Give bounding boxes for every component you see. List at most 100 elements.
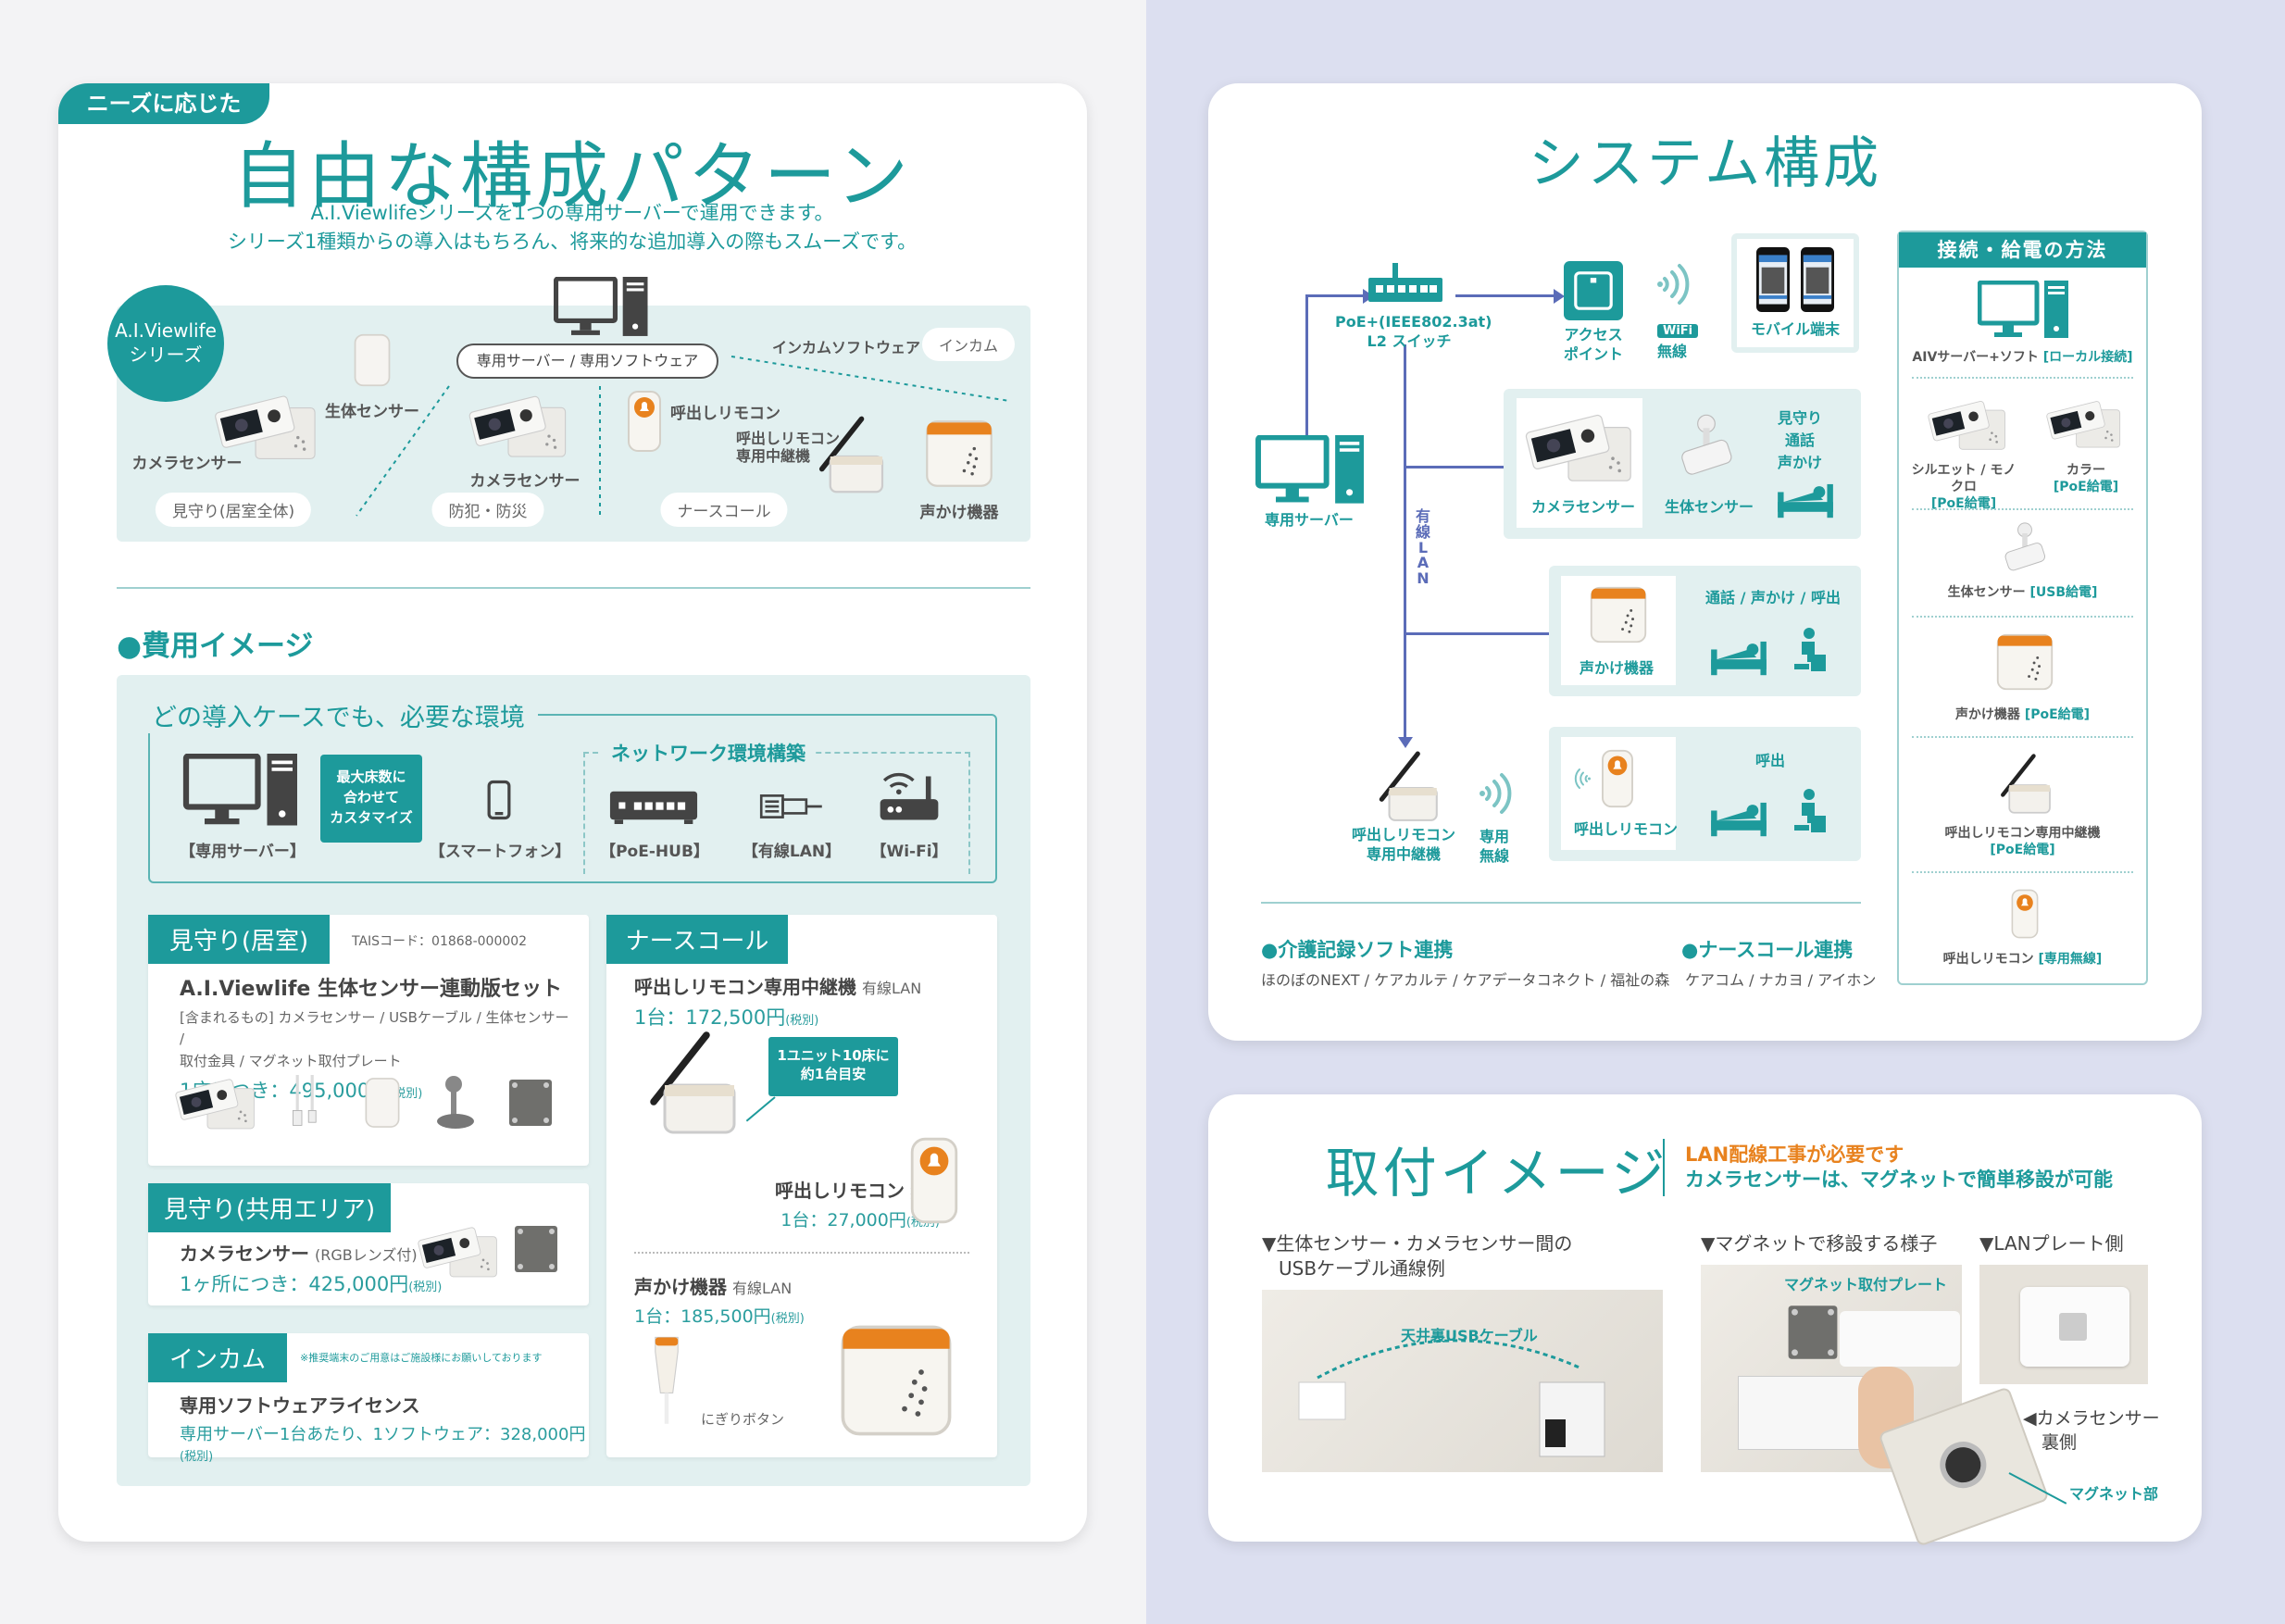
wireless-waves-icon	[1480, 768, 1517, 818]
card-watch-common: 見守り(共用エリア) カメラセンサー(RGBレンズ付) 1ヶ所につき：425,0…	[148, 1183, 589, 1305]
repeater-label-2: 専用中継機	[736, 447, 811, 466]
camera-sensor-image	[174, 1072, 257, 1133]
install-note-2: カメラセンサーは、マグネットで簡単移設が可能	[1685, 1168, 2113, 1191]
power-server: AIVサーバー+ソフト [ローカル接続]	[1899, 347, 2146, 366]
smartphone-label: 【スマートフォン】	[429, 843, 571, 861]
speaker-device-label: 声かけ機器	[919, 504, 999, 522]
power-speaker: 声かけ機器 [PoE給電]	[1899, 705, 2146, 723]
speaker-device-image	[1995, 632, 2054, 692]
card-tag: インカム	[148, 1333, 287, 1382]
magnet-label: マグネット部	[2069, 1485, 2159, 1503]
network-title: ネットワーク環境構築	[602, 739, 815, 767]
row3-uses: 呼出	[1755, 752, 1786, 769]
card-intercom: インカム ※推奨端末のご用意はご施設様にお願いしております 専用ソフトウェアライ…	[148, 1333, 589, 1464]
price-label: 1ヶ所につき：	[180, 1273, 309, 1295]
smartphone-icon	[487, 778, 511, 822]
card-tag: 見守り(居室)	[148, 915, 330, 964]
includes-line-2: 取付金具 / マグネット取付プレート	[180, 1052, 402, 1069]
power-color-camera: カラー [PoE給電]	[2030, 462, 2141, 495]
usb-caption-2: USBケーブル通線例	[1279, 1257, 1445, 1280]
bed-icon	[1709, 639, 1768, 676]
lan-plate-caption: ▼LANプレート側	[1979, 1232, 2124, 1255]
lan-plate	[1840, 1311, 1960, 1367]
access-point-icon	[1564, 261, 1623, 320]
nurse-call-heading: ●ナースコール連携	[1681, 939, 1854, 961]
speaker-price: 1台：185,500円(税別)	[634, 1303, 805, 1328]
use-watch: 見守り	[1778, 409, 1823, 427]
environment-title: どの導入ケースでも、必要な環境	[148, 697, 538, 733]
repeater-label-2: 専用中継機	[1366, 844, 1441, 863]
dedicated-server-icon	[1255, 435, 1367, 506]
price-value: 172,500円	[685, 1006, 786, 1029]
system-divider	[1261, 902, 1861, 904]
price: 専用サーバー1台あたり、1ソフトウェア：328,000円(税別)	[180, 1421, 589, 1465]
wired-lan-trunk	[1404, 344, 1406, 743]
camera-sensor-image-2	[468, 389, 569, 461]
wired-lan-vertical-label: 有線LAN	[1415, 507, 1430, 588]
remote-method: [専用無線]	[2038, 952, 2103, 967]
tax-note: (税別)	[180, 1450, 214, 1464]
mount-bracket-image	[433, 1074, 480, 1131]
speaker-name-text: 声かけ機器	[634, 1276, 727, 1298]
repeater-image	[1368, 750, 1444, 826]
camera-sensor-image	[417, 1220, 500, 1281]
price-label: 1台：	[634, 1306, 681, 1327]
includes-line-1: [含まれるもの] カメラセンサー / USBケーブル / 生体センサー /	[180, 1009, 569, 1048]
usb-cable-photo: 天井裏USBケーブル	[1262, 1290, 1663, 1472]
dedicated-wireless-label: 専用無線	[1480, 828, 1509, 867]
card-watch-room: 見守り(居室) TAISコード：01868-000002 A.I.Viewlif…	[148, 915, 589, 1166]
color-camera-method: [PoE給電]	[2053, 480, 2119, 495]
intercom-note: ※推奨端末のご用意はご施設様にお願いしております	[300, 1352, 543, 1364]
system-title: システム構成	[1528, 131, 1883, 196]
callout-line-2: 合わせて	[343, 788, 399, 806]
repeater-label: 呼出しリモコン専用中継機	[1352, 826, 1455, 865]
mono-camera-image	[1927, 395, 2008, 453]
magnet-caption: ▼マグネットで移設する様子	[1701, 1232, 1938, 1255]
bio-sensor-image	[1674, 413, 1739, 478]
wired-lan-label: 【有線LAN】	[742, 843, 842, 861]
callout-line-1: 1ユニット10床に	[777, 1047, 890, 1064]
product-name: カメラセンサー(RGBレンズ付)	[180, 1239, 442, 1266]
poe-hub-icon	[607, 787, 700, 824]
price-value: 425,000円	[308, 1273, 409, 1295]
server-label: 専用サーバー	[1265, 511, 1354, 529]
mobile-phone-icon	[1800, 246, 1835, 313]
camera-sensor-image	[1524, 407, 1635, 485]
switch-to-ap-line	[1455, 294, 1555, 297]
care-software-list: ほのぼのNEXT / ケアカルテ / ケアデータコネクト / 福祉の森	[1261, 971, 1670, 989]
repeater-image	[634, 1030, 745, 1141]
caller-remote-label: 呼出しリモコン	[1574, 820, 1679, 838]
switch-label: PoE+(IEEE802.3at)L2 スイッチ	[1335, 313, 1492, 352]
wireless-label: 無線	[1657, 343, 1688, 360]
bio-label: 生体センサー	[1947, 585, 2026, 600]
series-badge-line-1: A.I.Viewlife	[115, 319, 217, 342]
install-note-1: LAN配線工事が必要です	[1685, 1143, 1904, 1166]
dedicated-label-2: 無線	[1480, 846, 1510, 865]
product-name: A.I.Viewlife 生体センサー連動版セット	[180, 978, 562, 1001]
wireless-waves-icon	[1572, 765, 1591, 793]
color-camera-label: カラー	[2066, 463, 2105, 478]
grip-button-label: にぎりボタン	[701, 1411, 785, 1428]
repeater-name-text: 呼出しリモコン専用中継機	[634, 976, 856, 998]
bio-sensor-label: 生体センサー	[1665, 498, 1754, 516]
divider	[1912, 871, 2133, 873]
callout-line-3: カスタマイズ	[330, 808, 413, 826]
speaker-label: 声かけ機器	[1954, 707, 2020, 722]
repeater-image	[807, 415, 891, 498]
needs-tag: ニーズに応じた	[58, 83, 269, 124]
server-software-pill: 専用サーバー / 専用ソフトウェア	[456, 344, 718, 379]
series-badge-line-2: シリーズ	[129, 344, 203, 366]
magnet-plate-image	[513, 1224, 559, 1274]
speaker-device-image	[1589, 585, 1648, 644]
camera-sensor-label-2: カメラセンサー	[469, 472, 581, 491]
tais-code: TAISコード：01868-000002	[352, 934, 528, 949]
caller-remote-image	[908, 1135, 960, 1226]
power-server-label: AIVサーバー+ソフト	[1912, 350, 2039, 365]
row2-uses: 通話 / 声かけ / 呼出	[1705, 589, 1841, 606]
lan-plate-photo	[1979, 1265, 2148, 1384]
usb-caption-1: ▼生体センサー・カメラセンサー間の	[1262, 1232, 1573, 1255]
price-value: 185,500円	[681, 1306, 771, 1327]
divider	[1912, 736, 2133, 738]
